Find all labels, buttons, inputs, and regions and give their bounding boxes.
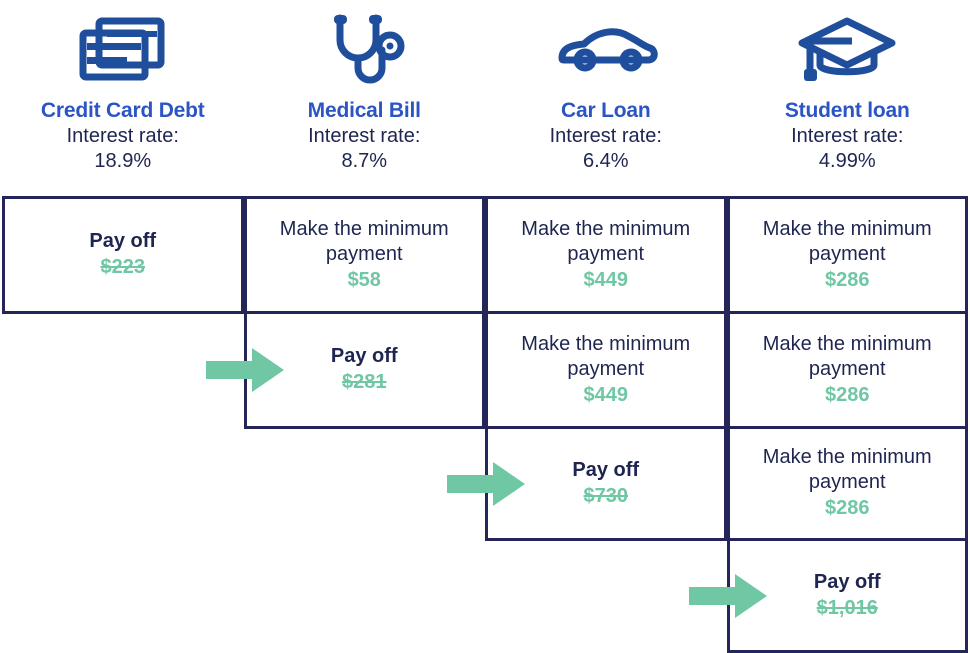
- schedule-cell: Make the minimum payment $449: [485, 196, 727, 314]
- schedule-cell: Pay off $223: [2, 196, 244, 314]
- cell-action-label: Pay off: [89, 230, 157, 252]
- car-icon: [552, 0, 660, 98]
- debt-column-student-loan: Student loan Interest rate: 4.99%: [727, 0, 969, 196]
- cell-amount: $286: [825, 497, 870, 519]
- debt-rate-value: 8.7%: [341, 150, 388, 172]
- cell-amount: $58: [347, 268, 381, 291]
- cell-action-label: Make the minimum payment: [521, 217, 691, 265]
- debt-rate-value: 6.4%: [582, 150, 629, 172]
- schedule-cell: Pay off $281: [243, 311, 485, 429]
- schedule-cell: Pay off $730: [485, 426, 727, 541]
- cell-action-label: Make the minimum payment: [521, 332, 691, 380]
- cell-amount: $286: [825, 383, 870, 406]
- cell-action-label: Make the minimum payment: [279, 217, 449, 265]
- cell-action-label: Pay off: [330, 345, 398, 367]
- schedule-cell: Make the minimum payment $286: [726, 426, 968, 541]
- cell-amount: $449: [583, 268, 629, 291]
- debt-rate-label: Interest rate:: [66, 125, 179, 147]
- debt-rate-value: 4.99%: [818, 150, 876, 172]
- cell-action-label: Make the minimum payment: [762, 217, 932, 265]
- cell-action-label: Pay off: [813, 570, 881, 593]
- debt-column-car-loan: Car Loan Interest rate: 6.4%: [485, 0, 727, 196]
- credit-cards-icon: [75, 0, 171, 98]
- debt-column-credit-card-debt: Credit Card Debt Interest rate: 18.9%: [2, 0, 244, 196]
- schedule-cell: Make the minimum payment $286: [726, 196, 968, 314]
- cell-amount: $223: [100, 256, 146, 278]
- cell-amount: $1,016: [816, 596, 878, 619]
- cell-action-label: Pay off: [572, 458, 640, 481]
- debt-rate-value: 18.9%: [94, 150, 152, 172]
- cell-amount: $449: [583, 383, 629, 406]
- cell-amount: $281: [342, 371, 387, 393]
- schedule-cell: Make the minimum payment $58: [243, 196, 485, 314]
- cell-action-label: Make the minimum payment: [762, 332, 932, 380]
- debt-title: Student loan: [784, 99, 910, 122]
- cell-amount: $730: [583, 484, 629, 507]
- debt-header-row: Credit Card Debt Interest rate: 18.9% Me…: [2, 0, 968, 196]
- schedule-cell: Make the minimum payment $286: [726, 311, 968, 429]
- schedule-cell: Pay off $1,016: [726, 538, 968, 653]
- debt-rate-label: Interest rate:: [791, 125, 904, 147]
- payoff-arrow-icon: [688, 573, 767, 618]
- debt-title: Credit Card Debt: [40, 99, 205, 122]
- graduation-cap-icon: [796, 0, 898, 98]
- debt-rate-label: Interest rate:: [308, 125, 421, 147]
- stethoscope-icon: [316, 0, 412, 98]
- debt-column-medical-bill: Medical Bill Interest rate: 8.7%: [244, 0, 486, 196]
- cell-amount: $286: [825, 268, 870, 291]
- payoff-arrow-icon: [447, 461, 525, 506]
- payoff-arrow-icon: [205, 348, 284, 392]
- schedule-cell: Make the minimum payment $449: [485, 311, 727, 429]
- debt-rate-label: Interest rate:: [549, 125, 662, 147]
- cell-action-label: Make the minimum payment: [762, 446, 932, 493]
- debt-title: Medical Bill: [307, 99, 421, 122]
- debt-title: Car Loan: [561, 99, 651, 122]
